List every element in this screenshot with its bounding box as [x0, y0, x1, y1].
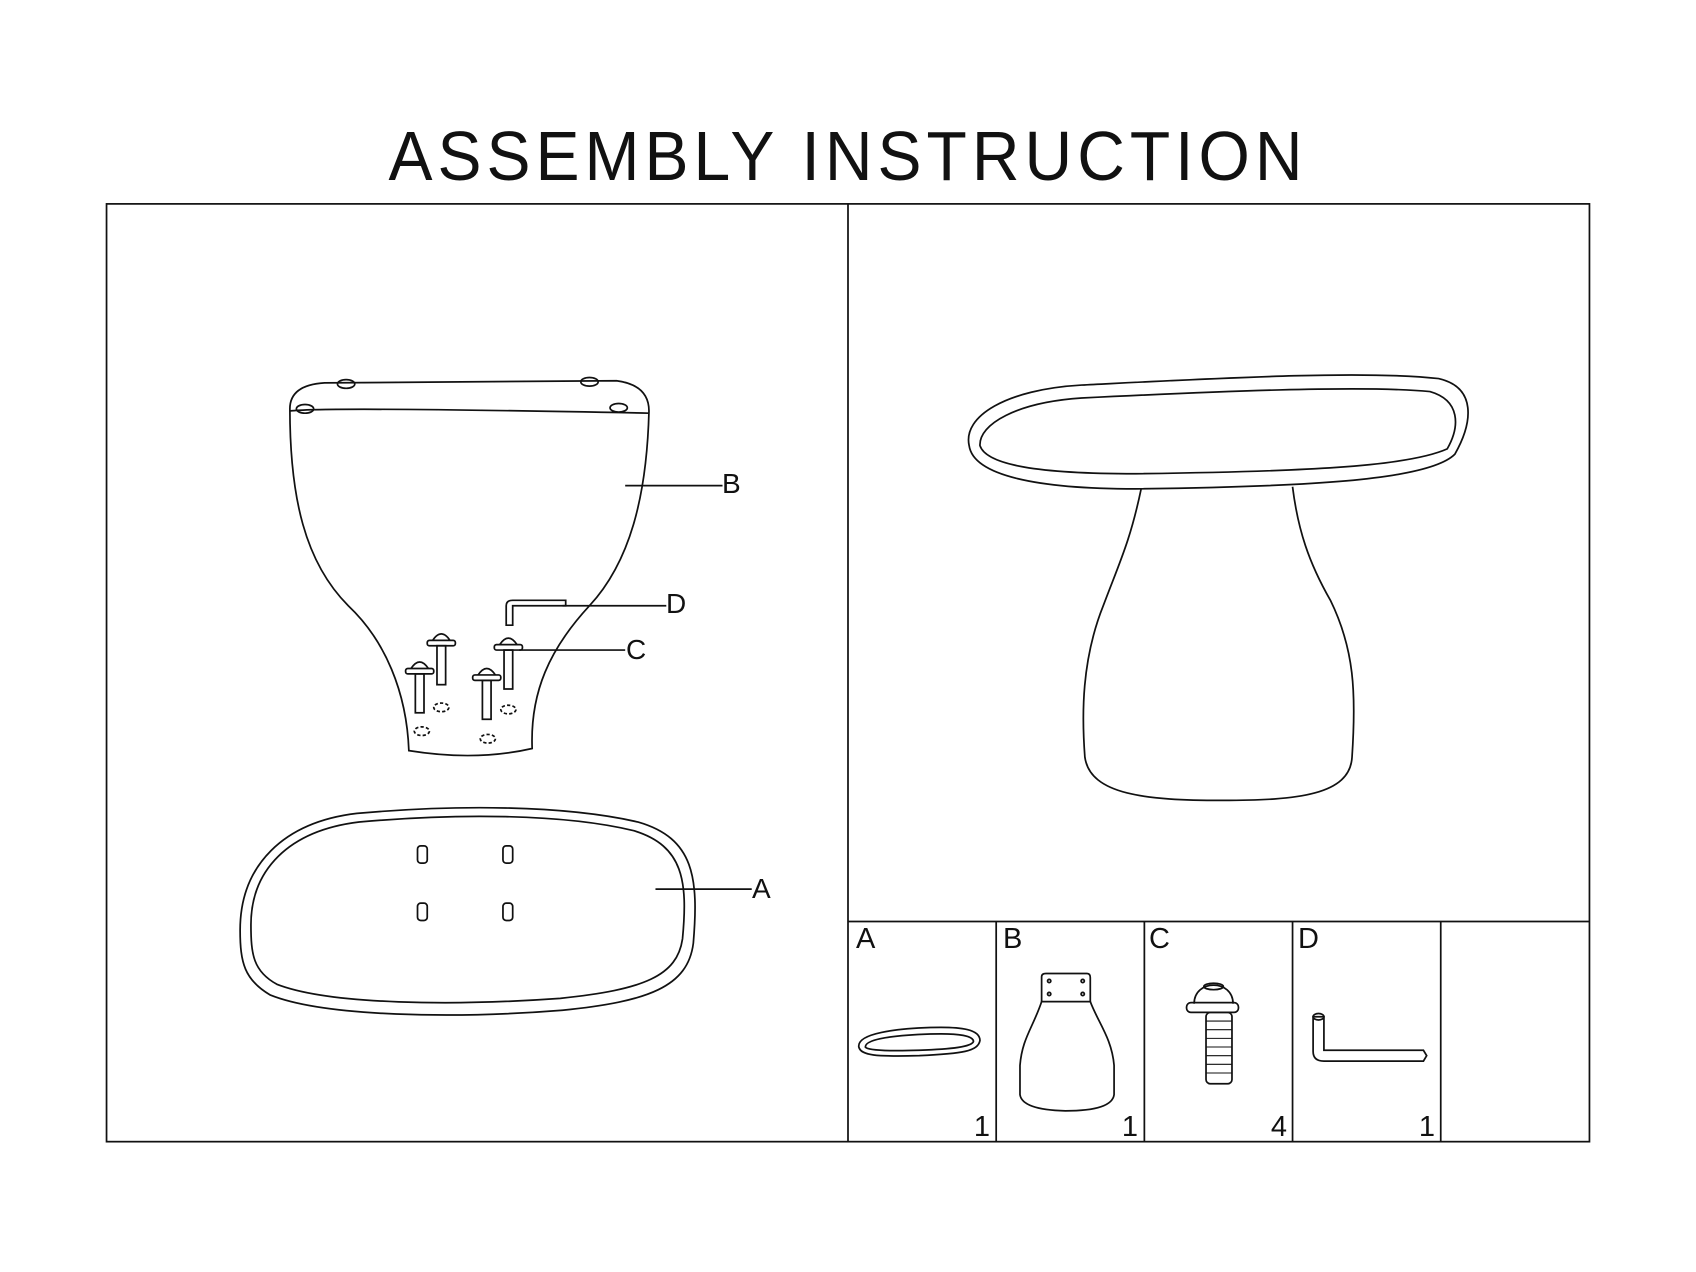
part-letter: B [1003, 923, 1023, 955]
page-title: ASSEMBLY INSTRUCTION [388, 117, 1308, 195]
part-quantity: 1 [1418, 1111, 1435, 1143]
part-quantity: 1 [1121, 1111, 1138, 1143]
callout-label-a: A [752, 873, 771, 904]
part-letter: D [1298, 923, 1319, 955]
part-quantity: 4 [1270, 1111, 1287, 1143]
base-part-b-drawing [289, 376, 650, 757]
callout-label-c: C [626, 634, 647, 665]
assembled-table-drawing [967, 374, 1469, 802]
callout-label-b: B [722, 468, 741, 499]
part-letter: C [1149, 923, 1170, 955]
screw-icon [1185, 982, 1240, 1085]
allen-key-icon [1312, 1012, 1428, 1062]
screws-part-c-drawing [404, 632, 524, 721]
base-icon [1019, 972, 1115, 1112]
callout-leaders [519, 484, 752, 890]
part-quantity: 1 [973, 1111, 990, 1143]
parts-table-dividers [995, 921, 1442, 1142]
callout-label-d: D [666, 588, 687, 619]
allen-key-part-d-drawing [505, 599, 567, 627]
tabletop-icon [857, 1026, 981, 1057]
tabletop-part-a-drawing [239, 806, 696, 1016]
part-letter: A [856, 923, 876, 955]
